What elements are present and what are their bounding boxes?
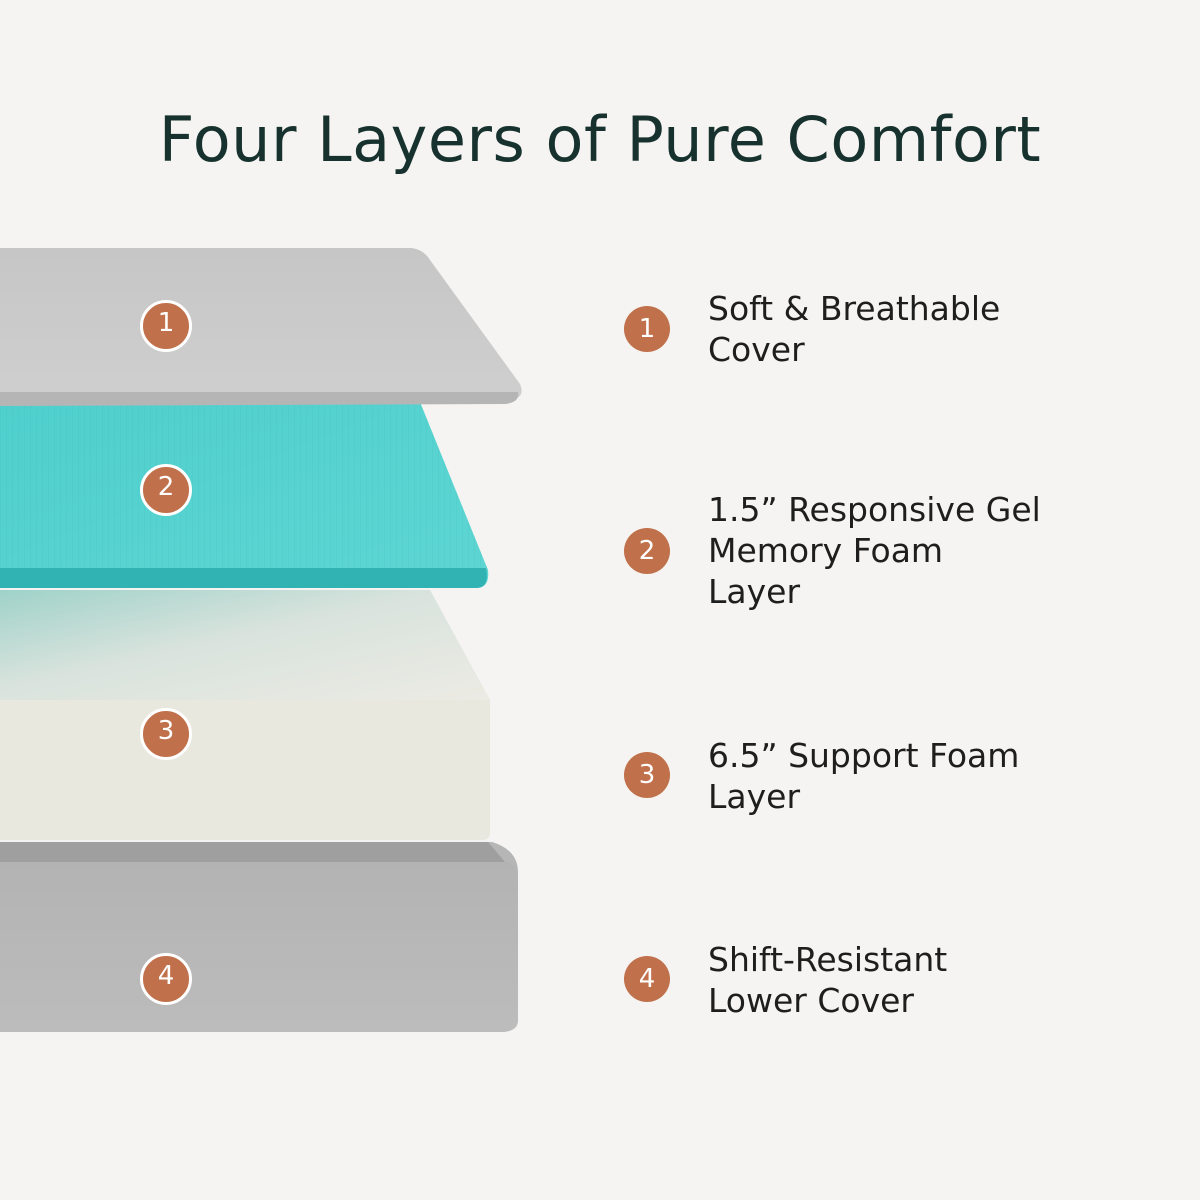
layer-badge-1: 1 [140, 300, 192, 352]
legend-badge-2: 2 [624, 528, 670, 574]
legend-label-1: Soft & Breathable Cover [708, 289, 1001, 369]
layer-4-lower-cover [0, 842, 518, 1032]
legend-label-2: 1.5” Responsive Gel Memory Foam Layer [708, 490, 1041, 611]
layer-badge-2: 2 [140, 464, 192, 516]
page-title: Four Layers of Pure Comfort [158, 103, 1042, 176]
legend-badge-1: 1 [624, 306, 670, 352]
legend-badge-3: 3 [624, 752, 670, 798]
legend-label-4: Shift-Resistant Lower Cover [708, 940, 948, 1020]
legend-label-3: 6.5” Support Foam Layer [708, 736, 1020, 816]
layer-badge-4: 4 [140, 953, 192, 1005]
layer-3-support-foam [0, 590, 490, 840]
legend-badge-4: 4 [624, 956, 670, 1002]
layer-badge-3: 3 [140, 708, 192, 760]
layer-2-gel-memory-foam [0, 402, 489, 588]
layer-1-top-cover [0, 248, 522, 406]
